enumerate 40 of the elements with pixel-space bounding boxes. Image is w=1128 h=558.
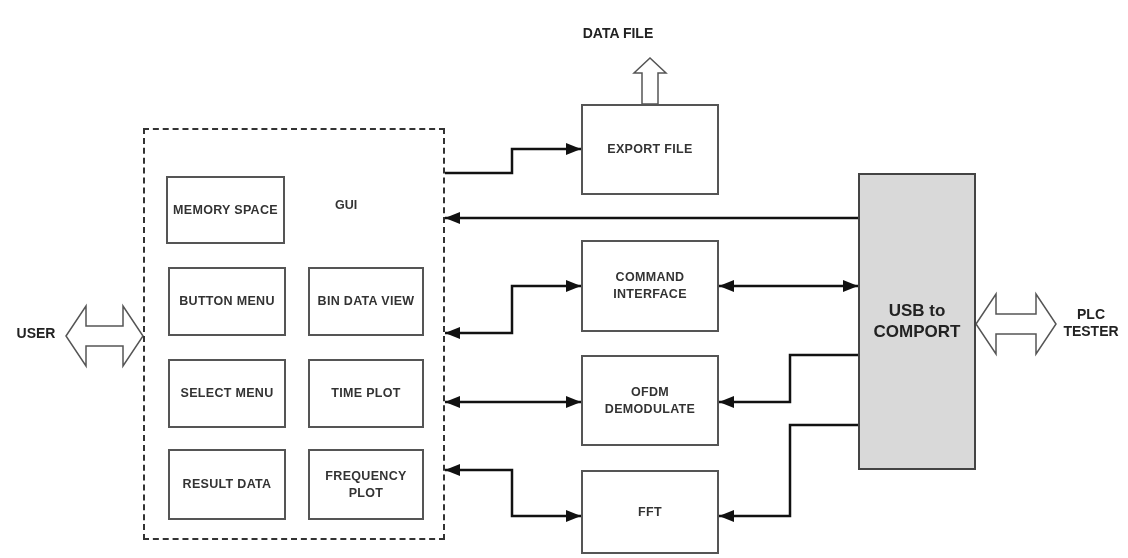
box-label: USER: [15, 324, 57, 342]
arrow: [719, 280, 858, 292]
arrow: [445, 396, 581, 408]
box-label: USB to COMPORT: [872, 301, 962, 342]
process-box: [581, 104, 719, 195]
arrow: [445, 464, 581, 522]
box-label: OFDM DEMODULATE: [603, 383, 697, 418]
dashed-group-box: [143, 128, 445, 540]
box-label: BIN DATA VIEW: [316, 293, 416, 310]
box-label: MEMORY SPACE: [172, 201, 279, 219]
group-title: GUI: [335, 197, 358, 214]
box-label: EXPORT FILE: [606, 141, 694, 158]
box-label: TIME PLOT: [330, 385, 402, 402]
converter-box: [858, 173, 976, 470]
block-arrow: [975, 291, 1057, 357]
process-box: [308, 449, 424, 520]
process-box: [168, 449, 286, 520]
box-label: PLC TESTER: [1062, 306, 1120, 340]
arrow: [445, 143, 581, 175]
arrow: [445, 280, 581, 339]
process-box: [581, 355, 719, 446]
block-arrow: [632, 56, 668, 105]
box-label: DATA FILE: [581, 24, 655, 42]
arrow: [719, 423, 858, 522]
process-box: [308, 359, 424, 428]
process-box: [581, 470, 719, 554]
process-box: [168, 267, 286, 336]
process-box: [166, 176, 285, 244]
arrow: [445, 212, 858, 224]
process-box: [308, 267, 424, 336]
process-box: [168, 359, 286, 428]
box-label: FREQUENCY PLOT: [324, 467, 408, 502]
process-box: [581, 240, 719, 332]
box-label: SELECT MENU: [179, 385, 275, 402]
box-label: RESULT DATA: [181, 476, 273, 493]
block-arrow: [65, 303, 144, 369]
box-label: COMMAND INTERFACE: [612, 269, 688, 303]
arrow: [719, 353, 858, 408]
box-label: FFT: [637, 503, 663, 521]
box-label: BUTTON MENU: [178, 293, 276, 310]
